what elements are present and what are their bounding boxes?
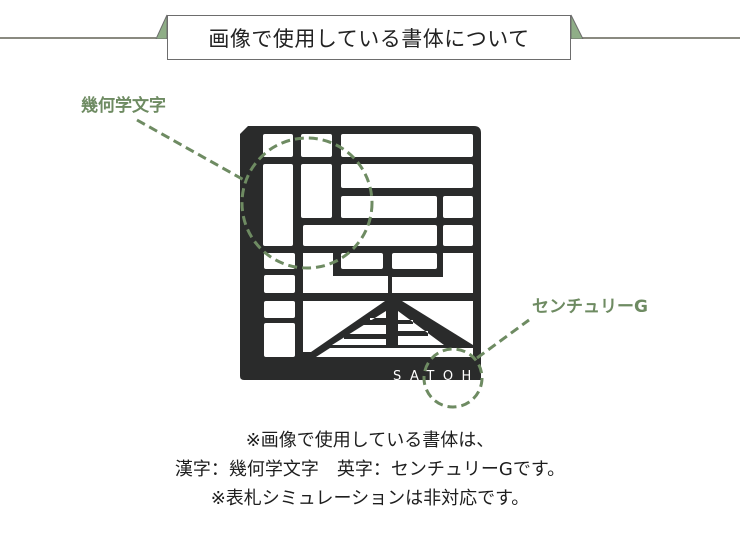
note-line-2: 漢字：幾何学文字 英字：センチュリーGです。	[174, 459, 566, 480]
header-line-right	[582, 37, 740, 39]
header-line-left	[0, 37, 156, 39]
latin-leader-line	[476, 318, 530, 360]
font-notes: ※画像で使用している書体は、 漢字：幾何学文字 英字：センチュリーGです。 ※表…	[0, 426, 740, 513]
kanji-leader-line	[136, 118, 245, 182]
section-title-box: 画像で使用している書体について	[167, 15, 571, 60]
header-accent-right	[570, 14, 584, 39]
plate-cutouts	[263, 134, 473, 357]
note-line-3: ※表札シミュレーションは非対応です。	[210, 488, 530, 509]
kanji-highlight-circle	[240, 136, 374, 270]
latin-highlight-circle	[422, 347, 484, 409]
latin-font-label: センチュリーG	[532, 297, 648, 317]
kanji-font-label: 幾何学文字	[81, 96, 166, 116]
logo-name-text: SATOH	[393, 369, 480, 384]
nameplate-logo: SATOH	[136, 118, 530, 409]
note-line-1: ※画像で使用している書体は、	[245, 430, 495, 451]
section-title: 画像で使用している書体について	[208, 26, 530, 51]
